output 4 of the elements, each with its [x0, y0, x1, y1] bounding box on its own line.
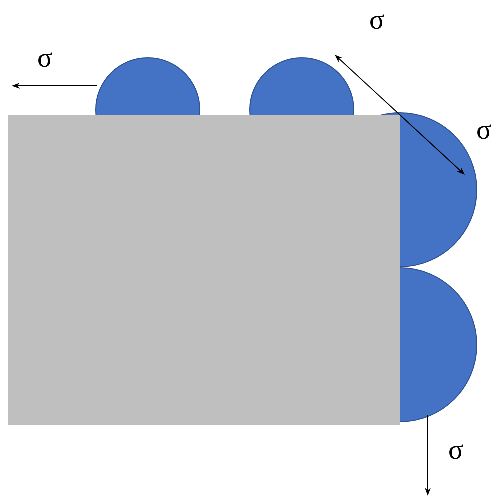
stress-label: σ: [370, 14, 384, 30]
stress-label: σ: [38, 52, 52, 68]
stress-label: σ: [450, 444, 464, 460]
stress-label: σ: [478, 124, 492, 140]
